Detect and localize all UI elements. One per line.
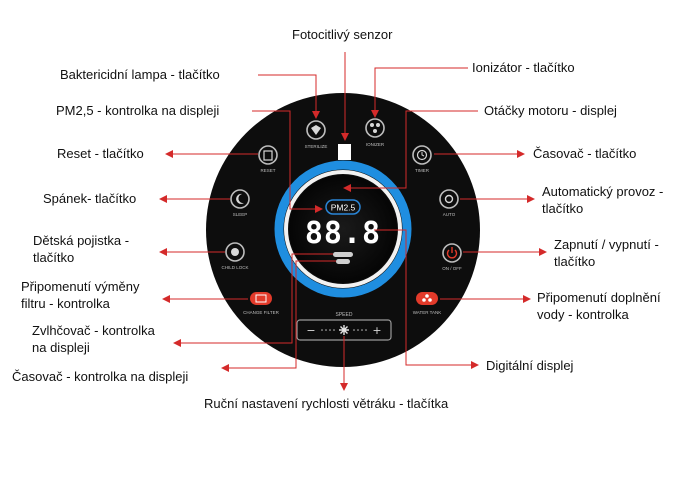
arrow-motor-speed [343, 110, 478, 192]
sleep-label: SLEEP [233, 212, 248, 217]
water-tank-indicator: WATER TANK [413, 292, 442, 315]
label-water: Připomenutí doplnění vody - kontrolka [537, 290, 661, 322]
label-fan-speed: Ruční nastavení rychlosti větráku - tlač… [204, 396, 449, 411]
annotation-arrows [159, 52, 547, 391]
display-reading: 88.8 [305, 216, 381, 251]
timer-indicator [336, 259, 350, 264]
child-icon [231, 248, 239, 256]
arrow-digital-display [374, 229, 479, 369]
clock-icon [416, 149, 428, 161]
label-pm25: PM2,5 - kontrolka na displeji [56, 103, 220, 118]
sterilize-button[interactable]: STERILIZE [305, 120, 328, 149]
arrow-timer-indicator [221, 260, 336, 372]
arrow-humidifier [173, 253, 333, 347]
speed-minus-button[interactable]: − [306, 324, 315, 337]
change-filter-indicator: CHANGE FILTER [243, 292, 280, 315]
pm25-badge [325, 199, 361, 215]
label-motor-speed: Otáčky motoru - displej [484, 103, 617, 118]
photosensor-window [338, 144, 351, 160]
speed-dots [321, 329, 367, 331]
power-label: ON / OFF [442, 266, 462, 271]
child-lock-button[interactable]: CHILD LOCK [221, 242, 249, 270]
label-timer-button: Časovač - tlačítko [533, 146, 637, 161]
water-drop-icon [422, 294, 432, 302]
sterilize-label: STERILIZE [305, 144, 328, 149]
moon-icon [236, 193, 244, 204]
label-humidifier: Zvlhčovač - kontrolka na displeji [32, 323, 155, 355]
label-ionizer: Ionizátor - tlačítko [472, 60, 575, 75]
blue-ring [274, 160, 412, 298]
timer-label: TIMER [415, 168, 430, 173]
shield-icon [311, 125, 321, 135]
power-button[interactable]: ON / OFF [442, 243, 462, 271]
arrow-uv-lamp [258, 74, 320, 119]
speed-plus-button[interactable]: + [372, 324, 381, 337]
auto-label: AUTO [443, 212, 456, 217]
label-power: Zapnutí / vypnutí - tlačítko [554, 237, 659, 269]
pm25-badge-text: PM2.5 [331, 203, 356, 213]
ionizer-button[interactable]: IONIZER [365, 118, 385, 147]
auto-icon [444, 194, 454, 204]
water-tank-label: WATER TANK [413, 310, 442, 315]
label-filter: Připomenutí výměny filtru - kontrolka [21, 279, 140, 311]
fan-icon [339, 325, 349, 335]
ionizer-icon [370, 123, 380, 133]
label-auto: Automatický provoz - tlačítko [542, 184, 664, 216]
change-filter-label: CHANGE FILTER [243, 310, 279, 315]
reset-icon [263, 150, 273, 161]
label-child-lock: Dětská pojistka - tlačítko [33, 233, 130, 265]
sleep-button[interactable]: SLEEP [230, 189, 250, 217]
display-area [289, 175, 397, 283]
reset-label: RESET [260, 168, 275, 173]
arrow-pm25 [252, 110, 323, 213]
auto-button[interactable]: AUTO [439, 189, 459, 217]
humidifier-indicator [333, 252, 353, 257]
ionizer-label: IONIZER [366, 142, 385, 147]
arrow-ionizer [371, 67, 468, 118]
speed-label: SPEED [336, 312, 353, 318]
label-uv-lamp: Baktericidní lampa - tlačítko [60, 67, 220, 82]
power-icon [446, 247, 458, 259]
filter-icon [255, 294, 267, 303]
white-ring [284, 170, 402, 288]
label-sleep: Spánek- tlačítko [43, 191, 137, 206]
label-timer-indicator: Časovač - kontrolka na displeji [12, 369, 189, 384]
label-digital-display: Digitální displej [486, 358, 574, 373]
label-photosensor: Fotocitlivý senzor [292, 27, 393, 42]
label-reset: Reset - tlačítko [57, 146, 144, 161]
reset-button[interactable]: RESET [258, 145, 278, 173]
timer-button[interactable]: TIMER [412, 145, 432, 173]
child-lock-label: CHILD LOCK [221, 265, 248, 270]
